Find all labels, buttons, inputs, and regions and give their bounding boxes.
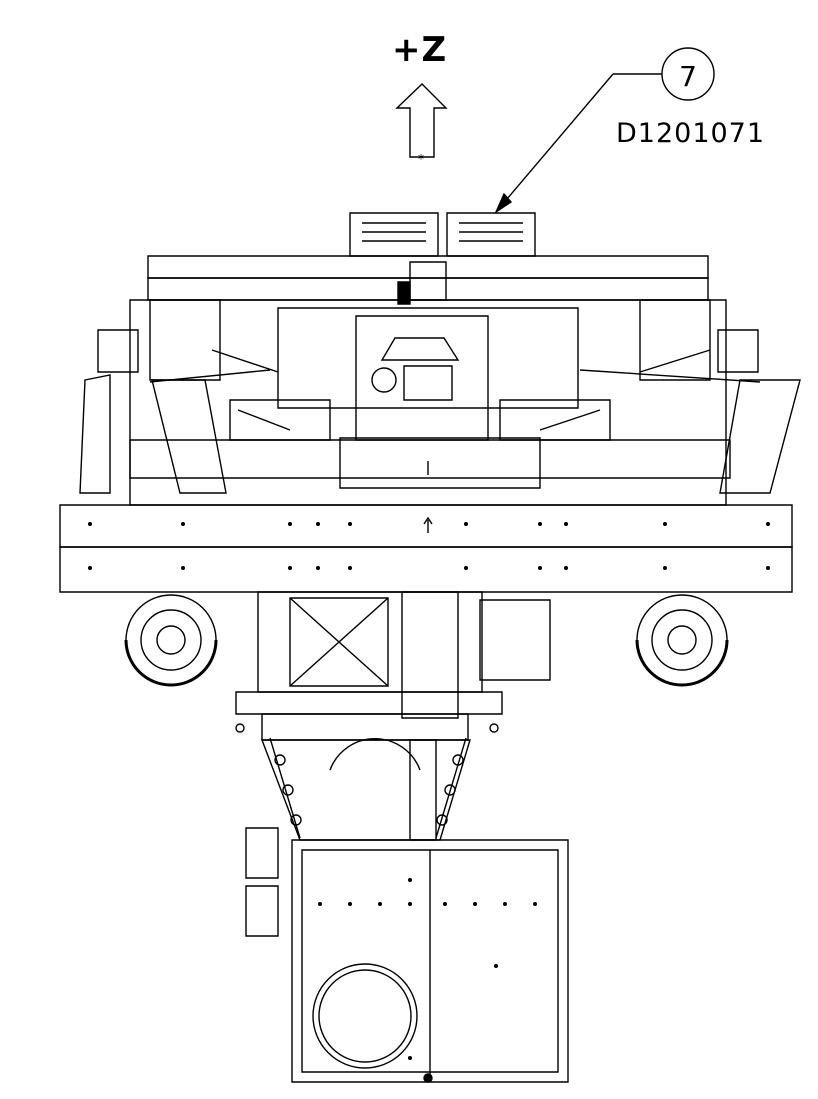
balloon-number: 7 — [679, 60, 697, 93]
lower-frame — [262, 738, 470, 840]
bottom-enclosure — [246, 828, 568, 1082]
wheels — [126, 595, 727, 685]
part-number-label: D1201071 — [616, 118, 766, 149]
top-spring-blocks — [350, 213, 535, 256]
side-legs — [80, 330, 800, 493]
central-column — [236, 592, 550, 740]
svg-text:*: * — [418, 152, 424, 166]
upper-assembly — [130, 300, 730, 505]
main-crossbeam — [60, 461, 792, 592]
z-direction-arrow: * — [397, 84, 446, 166]
axis-label: +Z — [392, 30, 448, 70]
callout-balloon — [496, 48, 714, 212]
top-plate — [148, 256, 708, 304]
bolt-holes — [88, 522, 770, 1060]
